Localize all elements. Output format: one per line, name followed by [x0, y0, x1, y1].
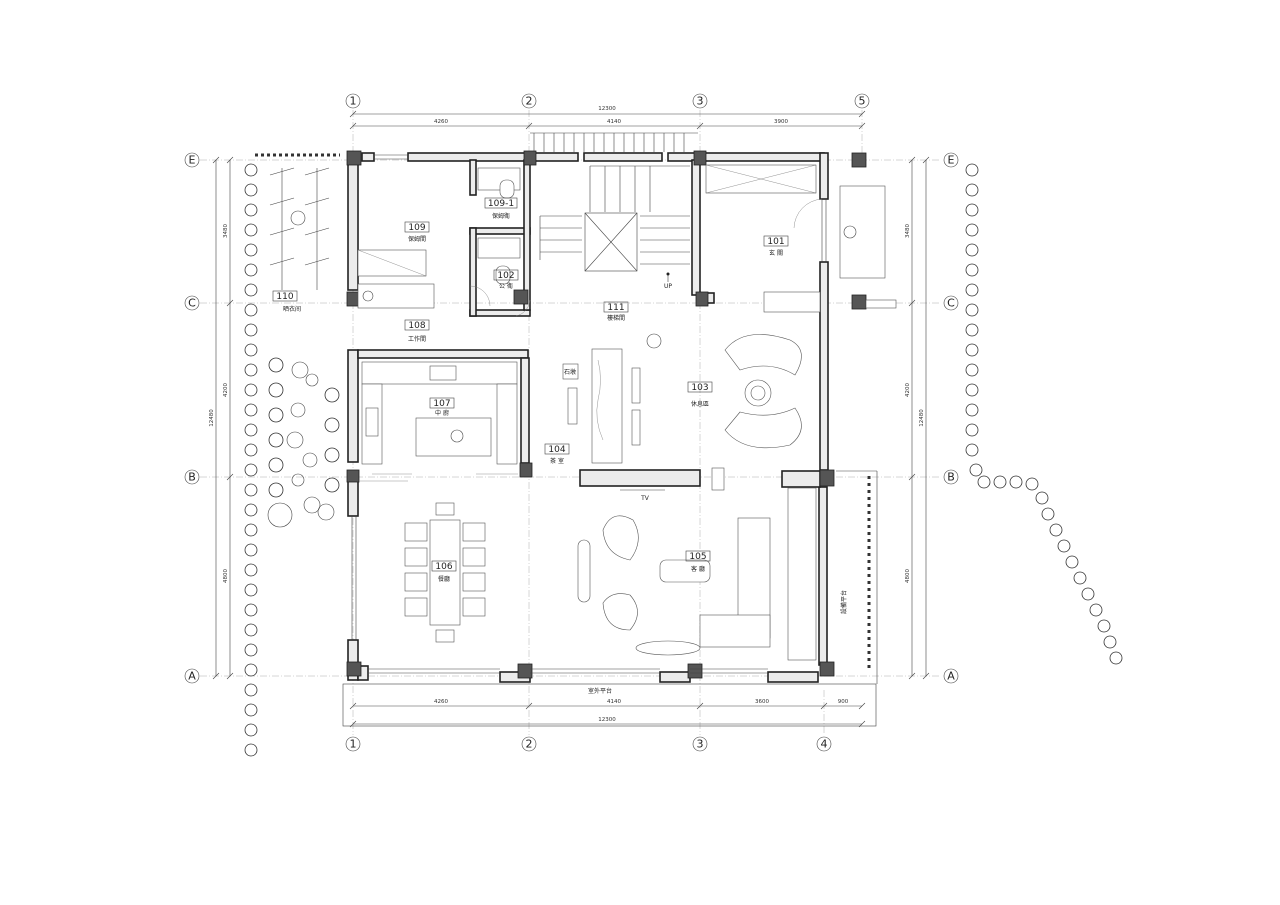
room-111-name: 樓梯間 — [607, 314, 625, 322]
room-103-name: 休息區 — [691, 400, 709, 408]
grid-bottom-1: 1 — [350, 738, 357, 751]
equipment-platform-label: 設備平台 — [840, 590, 848, 614]
room-109-1-number: 109-1 — [488, 199, 514, 209]
exterior-walls — [347, 152, 829, 683]
room-111-number: 111 — [607, 303, 624, 313]
grid-left-B: B — [188, 471, 196, 484]
grid-top-3: 3 — [697, 95, 704, 108]
columns — [346, 150, 867, 679]
garden-shrubs — [267, 357, 340, 528]
dimension-top: 12300 4260 4140 3900 — [349, 106, 866, 130]
room-106-number: 106 — [435, 562, 452, 572]
tea-room-furniture: 石墩 — [562, 348, 641, 464]
room-107-number: 107 — [433, 399, 450, 409]
room-102-number: 102 — [497, 271, 514, 281]
grid-left-E: E — [189, 154, 196, 167]
dim-right-total: 12480 — [919, 409, 925, 427]
room-104-name: 茶 室 — [550, 457, 564, 465]
right-tree-column — [965, 163, 1123, 665]
outdoor-terrace-label: 室外平台 — [588, 687, 612, 695]
dim-top-seg-2: 4140 — [607, 119, 621, 125]
equipment-platform-railing: 設備平台 — [836, 470, 878, 684]
grid-bubbles-bottom: 1 2 3 4 — [345, 736, 832, 752]
room-101-number: 101 — [767, 237, 784, 247]
dim-bottom-seg-3: 3600 — [755, 699, 769, 705]
dimension-bottom: 4260 4140 3600 900 12300 — [349, 699, 866, 728]
drying-racks — [269, 167, 335, 521]
room-104-number: 104 — [548, 445, 565, 455]
dim-bottom-total: 12300 — [598, 717, 616, 723]
room-109-name: 保姆間 — [408, 235, 426, 243]
windows — [351, 154, 827, 674]
grid-top-2: 2 — [526, 95, 533, 108]
dim-left-total: 12480 — [209, 409, 215, 427]
left-tree-column — [244, 163, 258, 757]
room-101-furniture — [705, 164, 897, 313]
dim-top-seg-1: 4260 — [434, 119, 448, 125]
grid-bottom-4: 4 — [821, 738, 828, 751]
dim-bottom-seg-4: 900 — [838, 699, 849, 705]
room-labels: 101 玄 關 102 公 衛 103 休息區 104 茶 室 105 客 廳 … — [272, 197, 789, 583]
dim-right-seg-3: 4800 — [905, 569, 911, 583]
room-103-number: 103 — [691, 383, 708, 393]
grid-right-C: C — [947, 297, 955, 310]
grid-right-B: B — [947, 471, 955, 484]
grid-top-1: 1 — [350, 95, 357, 108]
top-railing — [530, 132, 698, 152]
dimension-right: 3480 4200 4800 12480 — [905, 156, 930, 680]
grid-bubbles-top: 1 2 3 5 — [345, 93, 870, 109]
lounge-furniture — [646, 333, 802, 449]
room-109-number: 109 — [408, 223, 425, 233]
grid-bubbles-left: E C B A — [184, 152, 200, 684]
dim-bottom-seg-2: 4140 — [607, 699, 621, 705]
dim-top-seg-3: 3900 — [774, 119, 788, 125]
dim-right-seg-2: 4200 — [905, 383, 911, 397]
grid-bottom-3: 3 — [697, 738, 704, 751]
room-109-1-name: 保姆衛 — [492, 212, 510, 220]
dim-top-total: 12300 — [598, 106, 616, 112]
dim-left-seg-3: 4800 — [223, 569, 229, 583]
room-110-name: 晒衣间 — [283, 305, 301, 313]
grid-left-C: C — [188, 297, 196, 310]
grid-right-E: E — [948, 154, 955, 167]
room-107-name: 中 廚 — [435, 409, 449, 417]
room-106-name: 餐廳 — [438, 575, 450, 583]
living-room-furniture — [577, 487, 817, 661]
stone-label: 石墩 — [564, 368, 576, 376]
dimension-left: 12480 3480 4200 4800 — [209, 156, 234, 680]
service-rooms-furniture — [357, 167, 531, 317]
kitchen-furniture — [361, 361, 518, 475]
stair-up-label: UP — [664, 283, 672, 290]
room-101-name: 玄 關 — [769, 249, 783, 257]
outdoor-terrace: 室外平台 — [342, 683, 877, 727]
room-105-number: 105 — [689, 552, 706, 562]
dim-left-seg-1: 3480 — [223, 224, 229, 238]
room-105-name: 客 廳 — [691, 565, 705, 573]
grid-right-A: A — [947, 670, 955, 683]
tv-unit: TV — [620, 467, 725, 502]
dim-left-seg-2: 4200 — [223, 383, 229, 397]
room-108-number: 108 — [408, 321, 425, 331]
staircase: UP — [539, 165, 690, 290]
grid-top-5: 5 — [859, 95, 866, 108]
room-110-number: 110 — [276, 292, 293, 302]
dim-bottom-seg-1: 4260 — [434, 699, 448, 705]
dim-right-seg-1: 3480 — [905, 224, 911, 238]
tv-label: TV — [640, 495, 650, 502]
grid-bubbles-right: E C B A — [943, 152, 959, 684]
room-102-name: 公 衛 — [499, 282, 513, 290]
dining-room-furniture — [360, 480, 486, 643]
grid-bottom-2: 2 — [526, 738, 533, 751]
room-108-name: 工作間 — [408, 335, 426, 343]
grid-left-A: A — [188, 670, 196, 683]
